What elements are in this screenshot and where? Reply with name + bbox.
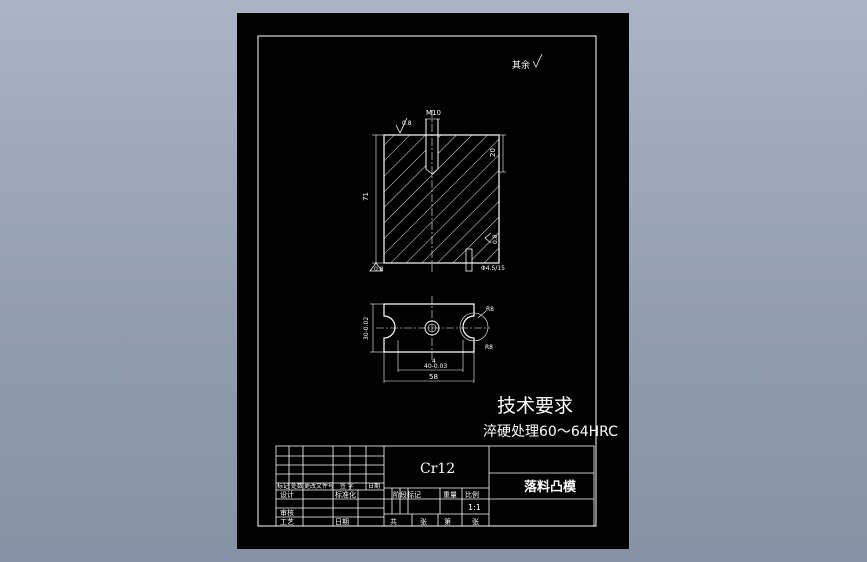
roughness-symbol-icon xyxy=(532,53,543,68)
tb-date-col: 日期 xyxy=(368,482,380,490)
tb-standard: 标准化 xyxy=(335,490,356,499)
tb-review: 审核 xyxy=(280,508,294,517)
dim-pin: Φ4.5/15 xyxy=(481,265,505,272)
tb-date: 日期 xyxy=(335,518,349,526)
tb-page: 第 xyxy=(444,517,451,526)
tb-process: 工艺 xyxy=(280,518,294,526)
dim-slot-inner: 4 xyxy=(432,358,436,365)
roughness-note: 其余 xyxy=(512,59,530,71)
dim-width-tol: 30-0.02 xyxy=(363,317,370,340)
dim-height: 71 xyxy=(362,192,370,201)
tb-files: 更改文件号 xyxy=(304,482,334,490)
dim-total-width: 58 xyxy=(429,373,438,381)
rough-top: 0.8 xyxy=(402,120,412,127)
tb-page-unit: 张 xyxy=(472,517,479,526)
tech-line1: 淬硬处理60～64HRC xyxy=(483,424,618,440)
front-view-hatch xyxy=(384,135,499,263)
front-view: M10 20 71 0.8 0.8 0.8 Φ4.5/15 xyxy=(362,109,506,273)
dim-slot-tol: 40-0.03 xyxy=(424,363,447,370)
tb-marks: 标记 处数 xyxy=(277,482,303,490)
roughness-top-icon xyxy=(395,117,408,134)
roughness-left-icon xyxy=(369,262,383,272)
roughness-right-icon xyxy=(484,232,492,244)
tb-weight: 重量 xyxy=(443,491,457,499)
top-view: R8 R8 30-0.02 4 40-0.03 58 xyxy=(363,296,494,383)
rough-left: 0.8 xyxy=(374,266,384,273)
material: Cr12 xyxy=(420,461,455,477)
dim-r-bottom: R8 xyxy=(485,344,493,351)
tb-sign: 签 字 xyxy=(340,482,354,490)
tb-sheet: 张 xyxy=(420,517,427,526)
part-name: 落料凸模 xyxy=(524,479,577,495)
tb-scale-label: 比例 xyxy=(465,490,479,499)
dim-r-right: R8 xyxy=(486,306,494,313)
title-block xyxy=(275,445,595,527)
rough-right: 0.8 xyxy=(492,234,499,244)
tb-total: 共 xyxy=(390,517,397,526)
tech-heading: 技术要求 xyxy=(497,395,573,417)
dim-thread: M10 xyxy=(426,109,441,117)
pin-hole xyxy=(465,248,473,272)
tb-stage: 阶段标记 xyxy=(393,490,421,499)
tb-designer: 设计 xyxy=(280,490,294,499)
tb-scale: 1:1 xyxy=(468,503,481,512)
dim-depth: 20 xyxy=(489,148,497,157)
front-outline xyxy=(383,134,500,264)
drawing-sheet xyxy=(237,13,629,549)
